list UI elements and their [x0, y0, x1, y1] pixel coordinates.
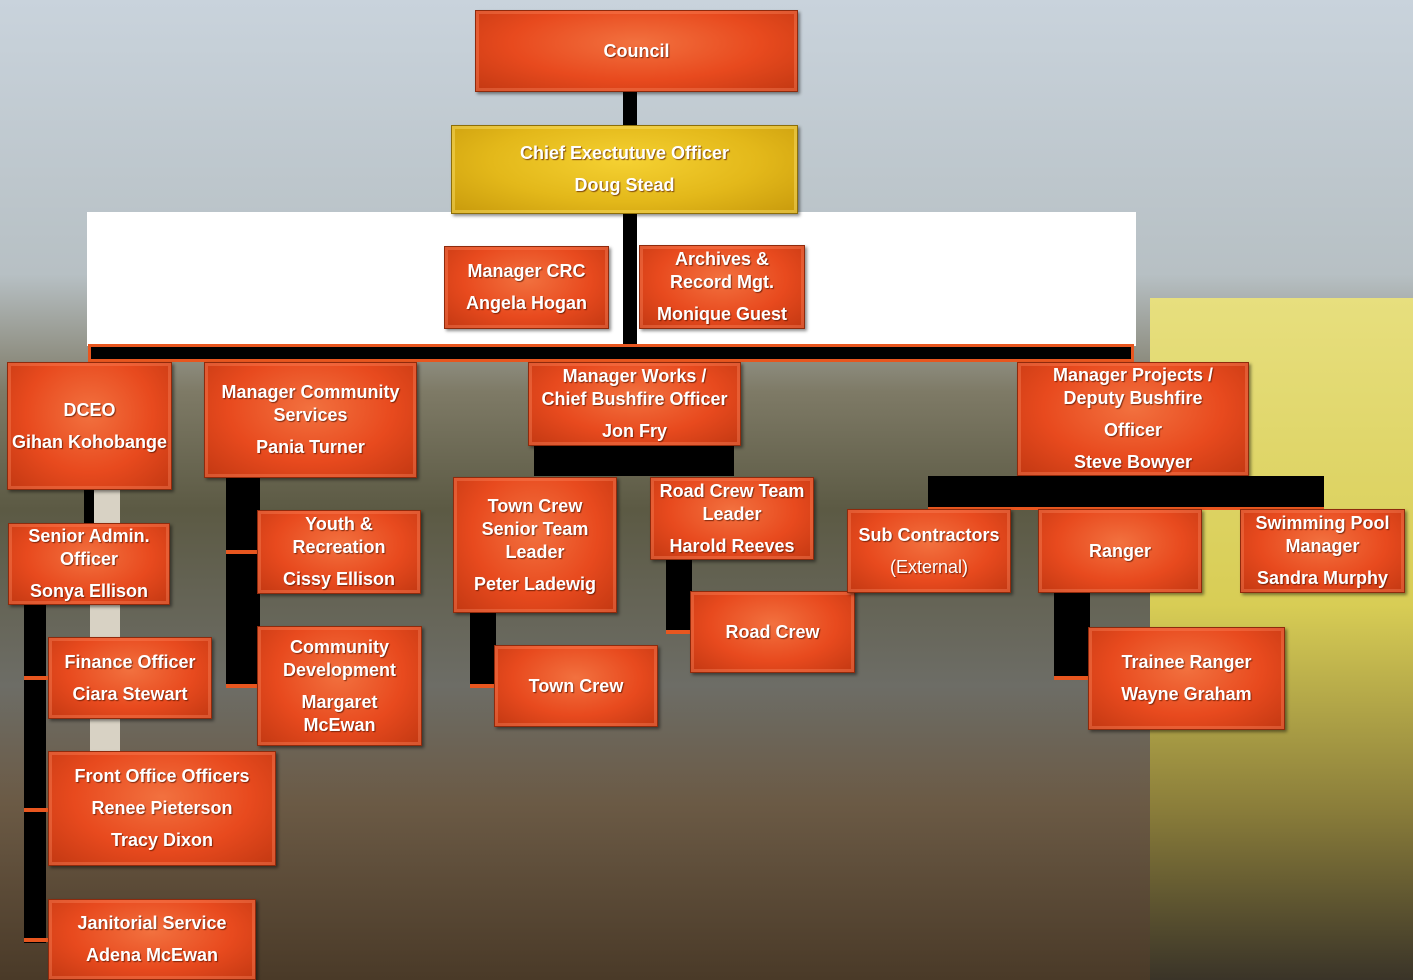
archives-title-1: Archives & — [674, 249, 770, 269]
senior-admin-title-1: Senior Admin. — [28, 526, 150, 546]
connector-ranger-h — [1054, 676, 1090, 680]
connector-community-vertical — [226, 478, 260, 688]
finance-name: Ciara Stewart — [72, 683, 188, 704]
community-development-box: Community Development Margaret McEwan — [257, 626, 422, 746]
connector-admin-front — [24, 808, 50, 812]
connector-roadcrew-h — [666, 630, 692, 634]
connector-ceo-trunk — [623, 213, 637, 363]
town-crew-leader-box: Town Crew Senior Team Leader Peter Ladew… — [453, 477, 617, 613]
dceo-box: DCEO Gihan Kohobange — [7, 362, 172, 490]
youth-name: Cissy Ellison — [282, 569, 396, 589]
front-office-box: Front Office Officers Renee Pieterson Tr… — [48, 751, 276, 866]
connector-admin-janitorial — [24, 938, 50, 942]
senior-admin-box: Senior Admin. Officer Sonya Ellison — [8, 523, 170, 605]
town-crew-leader-name: Peter Ladewig — [473, 573, 597, 594]
ranger-title: Ranger — [1088, 540, 1151, 561]
connector-works-bar — [534, 446, 734, 476]
senior-admin-name: Sonya Ellison — [29, 581, 149, 601]
connector-roadcrew-vertical — [666, 560, 692, 634]
manager-crc-box: Manager CRC Angela Hogan — [444, 246, 609, 329]
connector-admin-finance — [24, 676, 50, 680]
projects-title-1: Manager Projects / — [1052, 365, 1214, 385]
works-name: Jon Fry — [601, 421, 667, 441]
projects-name: Steve Bowyer — [1073, 452, 1193, 472]
town-crew-leader-title-3: Leader — [505, 541, 565, 562]
trainee-ranger-title: Trainee Ranger — [1121, 652, 1252, 672]
youth-recreation-box: Youth & Recreation Cissy Ellison — [257, 510, 421, 594]
swimming-pool-box: Swimming Pool Manager Sandra Murphy — [1240, 509, 1405, 593]
works-box: Manager Works / Chief Bushfire Officer J… — [528, 362, 741, 446]
sub-contractors-title: Sub Contractors — [858, 524, 1000, 545]
connector-top-bar — [88, 344, 1134, 362]
crc-name: Angela Hogan — [465, 293, 587, 313]
road-crew-leader-title-2: Leader — [702, 503, 762, 524]
connector-council-ceo — [623, 92, 637, 126]
council-title: Council — [603, 40, 670, 61]
town-crew-box: Town Crew — [494, 645, 658, 727]
janitorial-box: Janitorial Service Adena McEwan — [48, 899, 256, 980]
connector-projects-bar — [928, 476, 1324, 510]
archives-box: Archives & Record Mgt. Monique Guest — [639, 245, 805, 329]
connector-ranger-vertical — [1054, 592, 1090, 680]
community-dev-name-2: McEwan — [303, 714, 376, 735]
ceo-name: Doug Stead — [574, 175, 675, 195]
dceo-title: DCEO — [63, 399, 116, 420]
community-dev-title-1: Community — [290, 636, 389, 657]
janitorial-name: Adena McEwan — [85, 945, 219, 965]
community-dev-title-2: Development — [282, 659, 397, 680]
council-box: Council — [475, 10, 798, 92]
sub-contractors-box: Sub Contractors (External) — [847, 509, 1011, 593]
connector-towncrew-h — [470, 684, 496, 688]
town-crew-leader-title-2: Senior Team — [481, 518, 589, 539]
swimming-pool-title-1: Swimming Pool — [1255, 513, 1390, 533]
projects-title-2: Deputy Bushfire — [1063, 388, 1203, 408]
senior-admin-title-2: Officer — [59, 549, 119, 569]
connector-dceo-senior — [84, 490, 94, 524]
community-dev-name-1: Margaret — [301, 691, 378, 712]
swimming-pool-name: Sandra Murphy — [1256, 568, 1389, 588]
youth-title-1: Youth & — [305, 514, 373, 534]
dceo-name: Gihan Kohobange — [12, 431, 167, 452]
archives-title-2: Record Mgt. — [669, 272, 774, 292]
connector-admin-vertical — [24, 605, 46, 943]
community-services-title-1: Manager Community — [221, 382, 400, 402]
connector-community-youth — [226, 550, 260, 554]
trainee-ranger-name: Wayne Graham — [1121, 684, 1252, 704]
connector-towncrew-vertical — [470, 612, 496, 688]
archives-name: Monique Guest — [657, 304, 787, 324]
ceo-box: Chief Exectutuve Officer Doug Stead — [451, 125, 798, 214]
community-services-title-2: Services — [273, 405, 348, 425]
community-services-box: Manager Community Services Pania Turner — [204, 362, 417, 478]
swimming-pool-title-2: Manager — [1285, 536, 1360, 556]
front-office-title: Front Office Officers — [74, 766, 250, 786]
town-crew-title: Town Crew — [528, 675, 624, 696]
road-crew-leader-name: Harold Reeves — [669, 535, 795, 556]
finance-title: Finance Officer — [64, 651, 196, 672]
ranger-box: Ranger — [1038, 509, 1202, 593]
finance-officer-box: Finance Officer Ciara Stewart — [48, 637, 212, 719]
front-office-name-2: Tracy Dixon — [110, 830, 214, 850]
projects-title-3: Officer — [1103, 420, 1163, 440]
works-title-2: Chief Bushfire Officer — [541, 389, 728, 409]
projects-box: Manager Projects / Deputy Bushfire Offic… — [1017, 362, 1249, 476]
works-title-1: Manager Works / — [562, 366, 707, 386]
road-crew-box: Road Crew — [690, 591, 855, 673]
community-services-name: Pania Turner — [256, 437, 365, 457]
road-crew-title: Road Crew — [725, 621, 820, 642]
white-panel — [87, 212, 1136, 346]
sub-contractors-note: (External) — [889, 556, 969, 577]
trainee-ranger-box: Trainee Ranger Wayne Graham — [1088, 627, 1285, 730]
front-office-name-1: Renee Pieterson — [91, 798, 233, 818]
crc-title: Manager CRC — [467, 261, 586, 281]
ceo-title: Chief Exectutuve Officer — [519, 143, 730, 163]
youth-title-2: Recreation — [292, 537, 386, 557]
road-crew-leader-box: Road Crew Team Leader Harold Reeves — [650, 477, 814, 560]
road-crew-leader-title-1: Road Crew Team — [659, 480, 805, 501]
town-crew-leader-title-1: Town Crew — [487, 495, 583, 516]
connector-community-dev — [226, 684, 260, 688]
janitorial-title: Janitorial Service — [77, 913, 227, 933]
